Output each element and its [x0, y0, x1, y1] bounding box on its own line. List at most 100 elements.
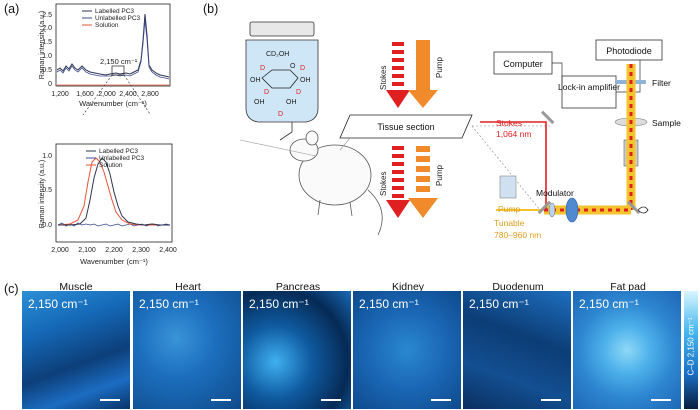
- tissue-name-heart: Heart: [175, 281, 201, 293]
- tissue-wn-kidney: 2,150 cm⁻¹: [359, 297, 419, 311]
- sample-label: Sample: [652, 118, 681, 128]
- tissue-name-duodenum: Duodenum: [492, 281, 544, 293]
- top-annotation: 2,150 cm⁻¹: [100, 57, 138, 66]
- tissue-image-muscle: 2,150 cm⁻¹: [22, 291, 130, 409]
- pump-label-bottom: Pump: [435, 165, 444, 186]
- stokes-mirror: [540, 110, 555, 125]
- top-legend-solution: Solution: [95, 22, 119, 29]
- top-ytick-2.5: 2.5: [42, 12, 52, 19]
- mol-d3: D: [264, 89, 269, 96]
- top-xtick-2000: 2,000: [98, 91, 116, 98]
- tissue-label: Tissue section: [377, 122, 434, 132]
- bottom-xtick-2300: 2,300: [132, 247, 150, 254]
- panel-label-c: (c): [4, 282, 19, 296]
- top-xtick-1600: 1,600: [76, 91, 94, 98]
- top-highlight-box: [111, 65, 125, 76]
- top-xlabel: Wavenumber (cm⁻¹): [79, 99, 147, 108]
- bottom-xtick-2000: 2,000: [51, 247, 69, 254]
- computer-label: Computer: [503, 59, 543, 69]
- photodiode-box: [595, 39, 663, 61]
- mol-d5: D: [278, 111, 283, 118]
- top-ytick-2.0: 2.0: [42, 25, 52, 32]
- bottom-ytick-1.0: 1.0: [42, 153, 52, 160]
- glucose-molecule: [261, 69, 299, 89]
- tissue-name-kidney: Kidney: [391, 281, 425, 293]
- tunable-label: Tunable: [494, 218, 525, 228]
- modulator-label: Modulator: [536, 188, 574, 198]
- top-xtick-2400: 2,400: [119, 91, 137, 98]
- bottle-body: [245, 39, 319, 123]
- mol-d1: D: [260, 65, 265, 72]
- stokes-label-bottom: Stokes: [379, 172, 388, 196]
- mol-oh2: OH: [300, 77, 311, 84]
- lockin-box: [561, 75, 617, 109]
- tissue-name-muscle: Muscle: [59, 281, 93, 293]
- pump-label-top: Pump: [435, 57, 444, 78]
- eom-cylinder: [499, 175, 517, 199]
- tissue-name-pancreas: Pancreas: [275, 281, 321, 293]
- tissue-image-duodenum: 2,150 cm⁻¹: [463, 291, 571, 409]
- pump-arrow-top: [408, 40, 438, 108]
- scale-bar: [100, 399, 120, 401]
- bottom-ylabel: Raman intensity (a.u.): [39, 160, 46, 228]
- mol-d4: D: [296, 89, 301, 96]
- top-ylabel: Raman intensity (a.u.): [39, 11, 46, 79]
- tissue-wn-heart: 2,150 cm⁻¹: [139, 297, 199, 311]
- dichroic-mirror: [537, 200, 552, 215]
- bottom-legend-labelled: Labelled PC3: [99, 148, 138, 155]
- panel-label-b: (b): [203, 2, 219, 16]
- modulator-optic: [565, 197, 579, 223]
- bottom-spectrum-plot: 1.0 0.5 0.0 2,000 2,100 2,200 2,300 2,40…: [39, 143, 177, 266]
- colorbar-label: C–D 2,150 cm⁻¹: [686, 317, 696, 376]
- tissue-image-fat-pad: 2,150 cm⁻¹: [573, 291, 681, 409]
- bottom-xlabel: Wavenumber (cm⁻¹): [80, 257, 148, 266]
- mol-oh3: OH: [254, 99, 265, 106]
- stokes-arrow-top: [386, 42, 410, 108]
- top-ytick-0.5: 0.5: [42, 67, 52, 74]
- scale-bar: [651, 399, 671, 401]
- scan-mirror: [626, 200, 641, 215]
- mol-oh1: OH: [250, 77, 261, 84]
- bottom-ytick-0.0: 0.0: [42, 222, 52, 229]
- pump-laser-label: Pump: [498, 204, 520, 214]
- bottom-solution-curve: [57, 157, 170, 226]
- stokes-beam: [480, 121, 547, 210]
- bottom-ytick-0.5: 0.5: [42, 187, 52, 194]
- mouse-illustration: [289, 130, 383, 236]
- stokes-arrow-bottom: [386, 146, 410, 218]
- bottom-legend-unlabelled: Unlabelled PC3: [99, 155, 145, 162]
- bottom-xtick-2400: 2,400: [159, 247, 177, 254]
- tissue-wn-muscle: 2,150 cm⁻¹: [28, 297, 88, 311]
- tissue-image-heart: 2,150 cm⁻¹: [133, 291, 241, 409]
- tissue-section-slab: [339, 114, 473, 139]
- top-legend-labelled: Labelled PC3: [95, 8, 134, 15]
- colorbar: [684, 291, 698, 409]
- panel-label-a: (a): [4, 2, 20, 16]
- stokes-laser-label: Stokes: [496, 118, 522, 128]
- top-spectrum-plot: 2.5 2.0 1.5 1.0 0.5 0 1,200 1,600 2,000 …: [39, 3, 171, 115]
- top-ytick-0: 0: [48, 81, 52, 88]
- srs-setup-diagram: CD₂OH O OH OH OH OH D D D D D Stokes Pum…: [239, 21, 681, 240]
- mol-d2: D: [300, 65, 305, 72]
- top-ytick-1.5: 1.5: [42, 39, 52, 46]
- pump-lens: [548, 202, 556, 218]
- top-xtick-1200: 1,200: [51, 91, 69, 98]
- top-legend-unlabelled: Unlabelled PC3: [95, 15, 141, 22]
- bottom-labelled-curve: [58, 157, 170, 226]
- scale-bar: [211, 399, 231, 401]
- tissue-wn-fat-pad: 2,150 cm⁻¹: [579, 297, 639, 311]
- lockin-label: Lock-in amplifier: [558, 82, 620, 92]
- tissue-name-fat-pad: Fat pad: [610, 281, 646, 293]
- tissue-image-pancreas: 2,150 cm⁻¹: [243, 291, 351, 409]
- tissue-wn-duodenum: 2,150 cm⁻¹: [469, 297, 529, 311]
- filter-label: Filter: [652, 78, 671, 88]
- tissue-wn-pancreas: 2,150 cm⁻¹: [249, 297, 309, 311]
- scale-bar: [431, 399, 451, 401]
- pump-arrow-bottom: [408, 146, 438, 218]
- bottom-xtick-2200: 2,200: [105, 247, 123, 254]
- mol-oh4: OH: [286, 99, 297, 106]
- bottom-xtick-2100: 2,100: [78, 247, 96, 254]
- stokes-nm-label: 1,064 nm: [496, 129, 531, 139]
- mol-o: O: [290, 63, 296, 70]
- tunable-range-label: 780–960 nm: [494, 230, 541, 240]
